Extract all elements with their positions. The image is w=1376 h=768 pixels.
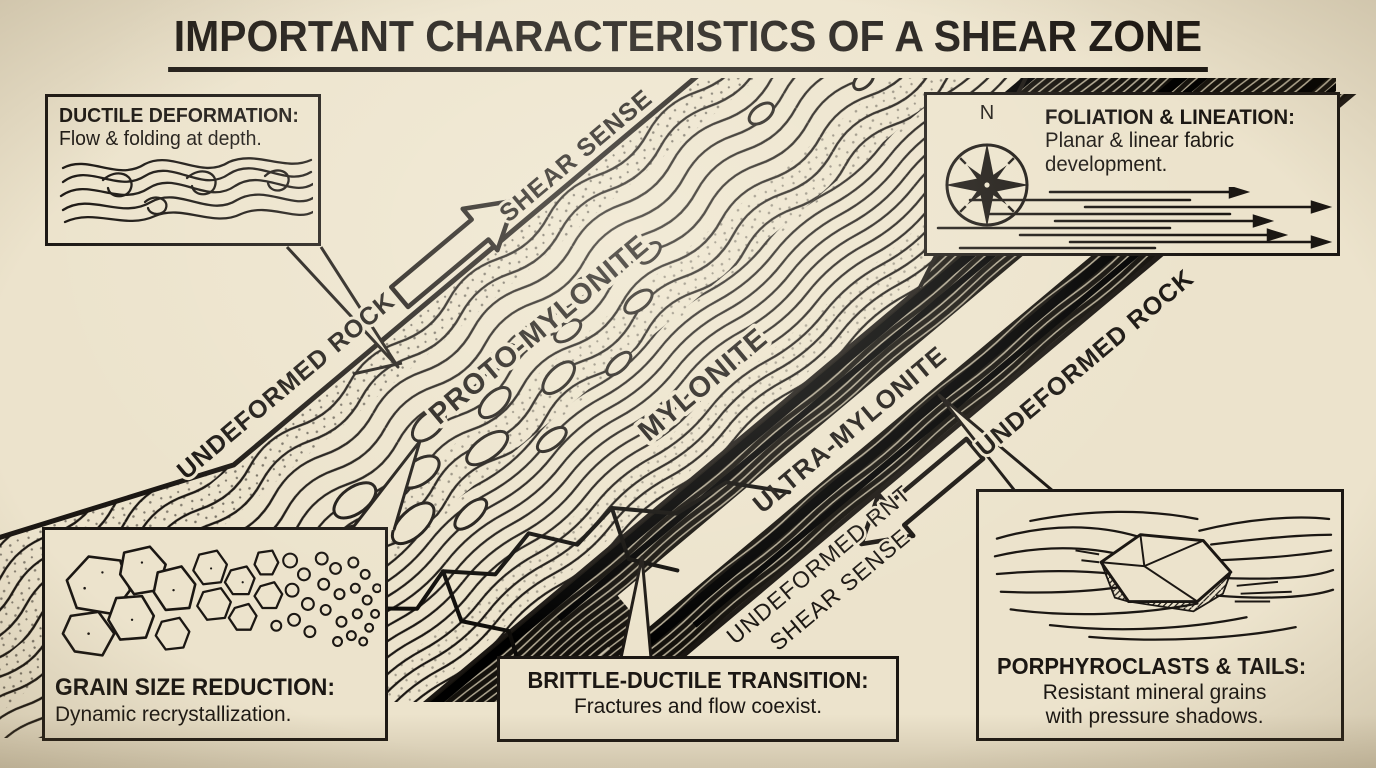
shear-sense-arrow-up-icon (389, 198, 517, 310)
grain-size-reduction-illustration (61, 545, 383, 657)
ductile-folds-illustration (59, 157, 315, 224)
grain-body: Dynamic recrystallization. (55, 701, 292, 726)
callout-box-porphyroclasts-tails: PORPHYROCLASTS & TAILS: Resistant minera… (976, 489, 1344, 741)
callout-box-grain-size-reduction: GRAIN SIZE REDUCTION: Dynamic recrystall… (42, 527, 388, 741)
porphyroclast-illustration (993, 510, 1335, 641)
page-title: IMPORTANT CHARACTERISTICS OF A SHEAR ZON… (168, 12, 1208, 72)
page-title-wrap: IMPORTANT CHARACTERISTICS OF A SHEAR ZON… (0, 12, 1376, 72)
ductile-body: Flow & folding at depth. (59, 127, 262, 150)
svg-text:N: N (980, 102, 994, 124)
porphyroclasts-title: PORPHYROCLASTS & TAILS: (997, 653, 1307, 680)
callout-box-foliation-lineation: N FOLIATION & LINEATION: Planar & linear… (924, 92, 1340, 256)
brittle-callout-pointer (619, 555, 653, 659)
callout-box-brittle-ductile-transition: BRITTLE-DUCTILE TRANSITION: Fractures an… (497, 656, 899, 742)
porphyroclasts-callout-pointer (937, 393, 1054, 493)
callout-pointers (285, 245, 1054, 659)
shear-sense-arrow-down-icon (859, 436, 986, 547)
foliation-title: FOLIATION & LINEATION: (1045, 105, 1295, 129)
ductile-callout-pointer (285, 245, 400, 369)
paper-patches (0, 78, 1376, 768)
brittle-body: Fractures and flow coexist. (573, 693, 823, 718)
foliation-body-line2: development. (1045, 152, 1168, 176)
foliation-body-line1: Planar & linear fabric (1045, 129, 1235, 153)
porphyroclasts-body-line1: Resistant mineral grains (1042, 679, 1267, 704)
grain-callout-pointer (349, 439, 422, 531)
compass-rose-icon: N (945, 102, 1029, 227)
porphyroclasts-body-line2: with pressure shadows. (1045, 703, 1264, 728)
callout-box-ductile-deformation: DUCTILE DEFORMATION: Flow & folding at d… (45, 94, 321, 246)
lineation-arrows-icon (936, 187, 1333, 250)
grain-title: GRAIN SIZE REDUCTION: (55, 674, 335, 701)
ductile-title: DUCTILE DEFORMATION: (59, 104, 299, 127)
ultra-mylonite-label-stripe (617, 197, 1121, 630)
brittle-title: BRITTLE-DUCTILE TRANSITION: (527, 667, 869, 693)
